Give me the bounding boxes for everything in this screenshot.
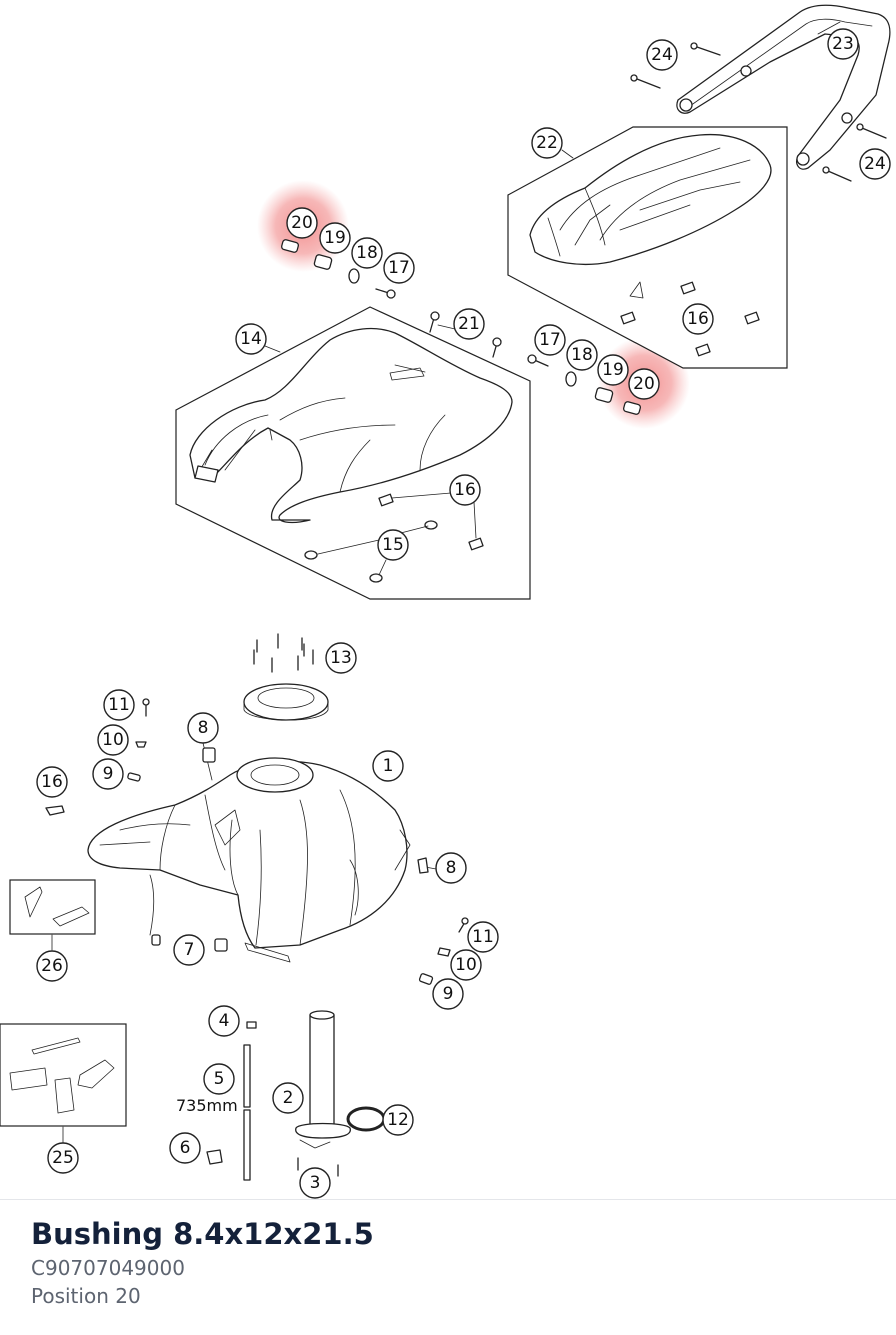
svg-text:23: 23 [832, 34, 854, 54]
svg-text:11: 11 [108, 695, 130, 715]
callout-21[interactable]: 21 [453, 308, 485, 340]
svg-text:24: 24 [651, 45, 673, 65]
part-info-panel: Bushing 8.4x12x21.5 C90707049000 Positio… [31, 1214, 374, 1310]
leader-lines [51, 149, 574, 1144]
svg-text:4: 4 [219, 1011, 230, 1031]
callout-10-left[interactable]: 10 [97, 724, 129, 756]
pillion-seat-group [507, 126, 788, 369]
svg-text:24: 24 [864, 154, 886, 174]
tank-fasteners [45, 698, 469, 985]
callout-22[interactable]: 22 [531, 127, 563, 159]
callout-13[interactable]: 13 [325, 642, 357, 674]
callout-8-right[interactable]: 8 [435, 852, 467, 884]
callout-3[interactable]: 3 [299, 1167, 331, 1199]
callout-24-right[interactable]: 24 [859, 148, 891, 180]
fastener-set-right [527, 354, 641, 415]
svg-text:1: 1 [383, 756, 394, 776]
svg-text:2: 2 [283, 1088, 294, 1108]
svg-text:12: 12 [387, 1110, 409, 1130]
callout-9-left[interactable]: 9 [92, 758, 124, 790]
callout-16-tank[interactable]: 16 [36, 766, 68, 798]
svg-text:26: 26 [41, 956, 63, 976]
svg-text:20: 20 [633, 374, 655, 394]
svg-text:17: 17 [539, 330, 561, 350]
fuel-pump-group [206, 1010, 386, 1181]
callout-2[interactable]: 2 [272, 1082, 304, 1114]
callout-24-top[interactable]: 24 [646, 39, 678, 71]
svg-text:5: 5 [214, 1069, 225, 1089]
sticker-box-25 [0, 1023, 127, 1127]
callout-10-right[interactable]: 10 [450, 949, 482, 981]
svg-text:13: 13 [330, 648, 352, 668]
svg-text:15: 15 [382, 535, 404, 555]
callout-12[interactable]: 12 [382, 1104, 414, 1136]
svg-text:16: 16 [687, 309, 709, 329]
fuel-tank-group [87, 757, 411, 963]
svg-text:8: 8 [446, 858, 457, 878]
callout-26[interactable]: 26 [36, 950, 68, 982]
rider-seat-group [175, 306, 531, 600]
callout-7[interactable]: 7 [173, 934, 205, 966]
callout-18-left[interactable]: 18 [351, 237, 383, 269]
callout-4[interactable]: 4 [208, 1005, 240, 1037]
svg-text:19: 19 [324, 228, 346, 248]
parts-diagram: 24 23 22 24 20 19 18 17 21 14 17 18 19 2… [0, 4, 891, 1199]
fastener-set-left [281, 239, 396, 299]
grab-handle-group [676, 4, 891, 170]
divider [0, 1199, 896, 1200]
filler-cap-group [243, 633, 329, 721]
hose-length-label: 735mm [176, 1096, 238, 1115]
callout-20-right[interactable]: 20 [628, 368, 660, 400]
callout-19-right[interactable]: 19 [597, 354, 629, 386]
callout-20-left[interactable]: 20 [286, 207, 318, 239]
svg-text:3: 3 [310, 1173, 321, 1193]
callout-11-left[interactable]: 11 [103, 689, 135, 721]
svg-text:6: 6 [180, 1138, 191, 1158]
callout-18-right[interactable]: 18 [566, 339, 598, 371]
callout-25[interactable]: 25 [47, 1142, 79, 1174]
callout-5[interactable]: 5 [203, 1063, 235, 1095]
svg-text:16: 16 [41, 772, 63, 792]
callout-6[interactable]: 6 [169, 1132, 201, 1164]
callout-9-right[interactable]: 9 [432, 978, 464, 1010]
svg-text:10: 10 [455, 955, 477, 975]
svg-text:18: 18 [356, 243, 378, 263]
svg-text:7: 7 [184, 940, 195, 960]
callout-16-rider[interactable]: 16 [449, 474, 481, 506]
part-position: Position 20 [31, 1284, 141, 1308]
svg-text:11: 11 [472, 927, 494, 947]
svg-text:21: 21 [458, 314, 480, 334]
callout-16-pillion[interactable]: 16 [682, 303, 714, 335]
callout-17-left[interactable]: 17 [383, 252, 415, 284]
part-number: C90707049000 [31, 1256, 185, 1280]
svg-text:17: 17 [388, 258, 410, 278]
callout-23[interactable]: 23 [827, 28, 859, 60]
callout-11-right[interactable]: 11 [467, 921, 499, 953]
callout-14[interactable]: 14 [235, 323, 267, 355]
callout-17-right[interactable]: 17 [534, 324, 566, 356]
part-name: Bushing 8.4x12x21.5 [31, 1217, 374, 1251]
bolt-group-24 [630, 42, 887, 182]
svg-text:16: 16 [454, 480, 476, 500]
svg-text:9: 9 [103, 764, 114, 784]
svg-text:8: 8 [198, 718, 209, 738]
svg-text:18: 18 [571, 345, 593, 365]
svg-text:20: 20 [291, 213, 313, 233]
svg-text:19: 19 [602, 360, 624, 380]
callout-19-left[interactable]: 19 [319, 222, 351, 254]
callout-1[interactable]: 1 [372, 750, 404, 782]
svg-text:9: 9 [443, 984, 454, 1004]
svg-text:10: 10 [102, 730, 124, 750]
svg-text:25: 25 [52, 1148, 74, 1168]
callout-8-top[interactable]: 8 [187, 712, 219, 744]
sticker-box-26 [9, 879, 96, 935]
callout-15[interactable]: 15 [377, 529, 409, 561]
svg-text:14: 14 [240, 329, 262, 349]
svg-text:22: 22 [536, 133, 558, 153]
